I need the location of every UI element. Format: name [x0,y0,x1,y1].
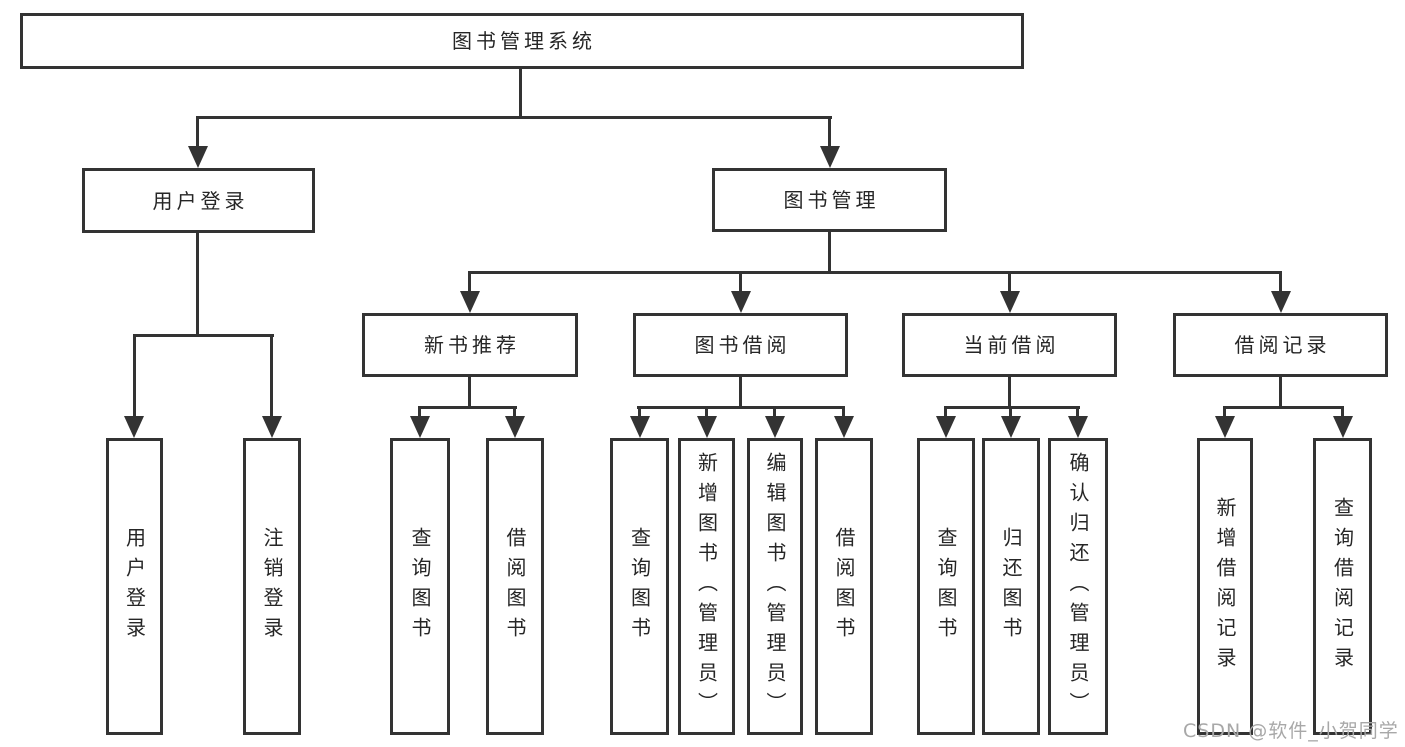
arrow-down-icon [505,416,525,438]
leaf-logout: 注销登录 [243,438,301,735]
connector-level2-rail [196,116,832,119]
leaf-add-books-admin: 新增图书（管理员） [678,438,735,735]
connector-user-login-stem [196,233,199,337]
node-book-management: 图书管理 [712,168,947,232]
leaf-borrow-books: 借阅图书 [815,438,873,735]
arrow-down-icon [1333,416,1353,438]
connector-leaf-drop [638,406,641,418]
connector-leaf-drop [944,406,947,418]
arrow-down-icon [834,416,854,438]
node-current-borrow: 当前借阅 [902,313,1117,377]
connector-leaf-drop [1341,406,1344,418]
connector-logout-leaf-drop [270,334,273,418]
leaf-query-books-borrow: 查询图书 [610,438,669,735]
leaf-borrow-books-recommend: 借阅图书 [486,438,544,735]
connector-current-borrow-rail [944,406,1080,409]
arrow-down-icon [936,416,956,438]
arrow-down-icon [1068,416,1088,438]
node-borrow-records: 借阅记录 [1173,313,1388,377]
connector-leaf-drop [842,406,845,418]
arrow-down-icon [1000,291,1020,313]
leaf-return-books: 归还图书 [982,438,1040,735]
arrow-down-icon [188,146,208,168]
connector-user-login-rail [133,334,274,337]
connector-new-book-rail [418,406,517,409]
csdn-watermark: CSDN @软件_小贺同学 [1183,720,1399,742]
leaf-confirm-return-admin: 确认归还（管理员） [1048,438,1108,735]
arrow-down-icon [124,416,144,438]
connector-level3-rail [468,271,1282,274]
arrow-down-icon [820,146,840,168]
arrow-down-icon [1215,416,1235,438]
connector-leaf-drop [418,406,421,418]
arrow-down-icon [630,416,650,438]
connector-leaf-drop [513,406,516,418]
connector-borrow-records-stem [1279,377,1282,409]
connector-leaf-drop [1076,406,1079,418]
leaf-query-borrow-record: 查询借阅记录 [1313,438,1372,735]
connector-leaf-drop [1009,406,1012,418]
leaf-query-books-recommend: 查询图书 [390,438,450,735]
connector-current-borrow-stem [1008,377,1011,409]
connector-user-login-drop [196,116,199,150]
connector-borrow-records-rail [1223,406,1344,409]
connector-current-borrow-drop [1008,271,1011,295]
arrow-down-icon [1271,291,1291,313]
node-library-management-system: 图书管理系统 [20,13,1024,69]
arrow-down-icon [731,291,751,313]
connector-new-book-drop [468,271,471,295]
connector-book-borrow-drop [739,271,742,295]
leaf-edit-books-admin: 编辑图书（管理员） [747,438,803,735]
connector-book-mgmt-drop [828,116,831,150]
connector-book-borrow-rail [637,406,845,409]
arrow-down-icon [765,416,785,438]
connector-book-mgmt-stem [828,232,831,274]
node-book-borrow: 图书借阅 [633,313,848,377]
arrow-down-icon [262,416,282,438]
leaf-user-login: 用户登录 [106,438,163,735]
connector-root-stem [519,69,522,117]
node-user-login: 用户登录 [82,168,315,233]
connector-leaf-drop [773,406,776,418]
arrow-down-icon [410,416,430,438]
node-new-book-recommend: 新书推荐 [362,313,578,377]
connector-borrow-record-drop [1279,271,1282,295]
connector-leaf-drop [705,406,708,418]
leaf-query-books-current: 查询图书 [917,438,975,735]
connector-book-borrow-stem [739,377,742,409]
connector-login-leaf-drop [133,334,136,418]
arrow-down-icon [697,416,717,438]
arrow-down-icon [460,291,480,313]
arrow-down-icon [1001,416,1021,438]
leaf-add-borrow-record: 新增借阅记录 [1197,438,1253,735]
connector-leaf-drop [1223,406,1226,418]
connector-new-book-stem [468,377,471,409]
